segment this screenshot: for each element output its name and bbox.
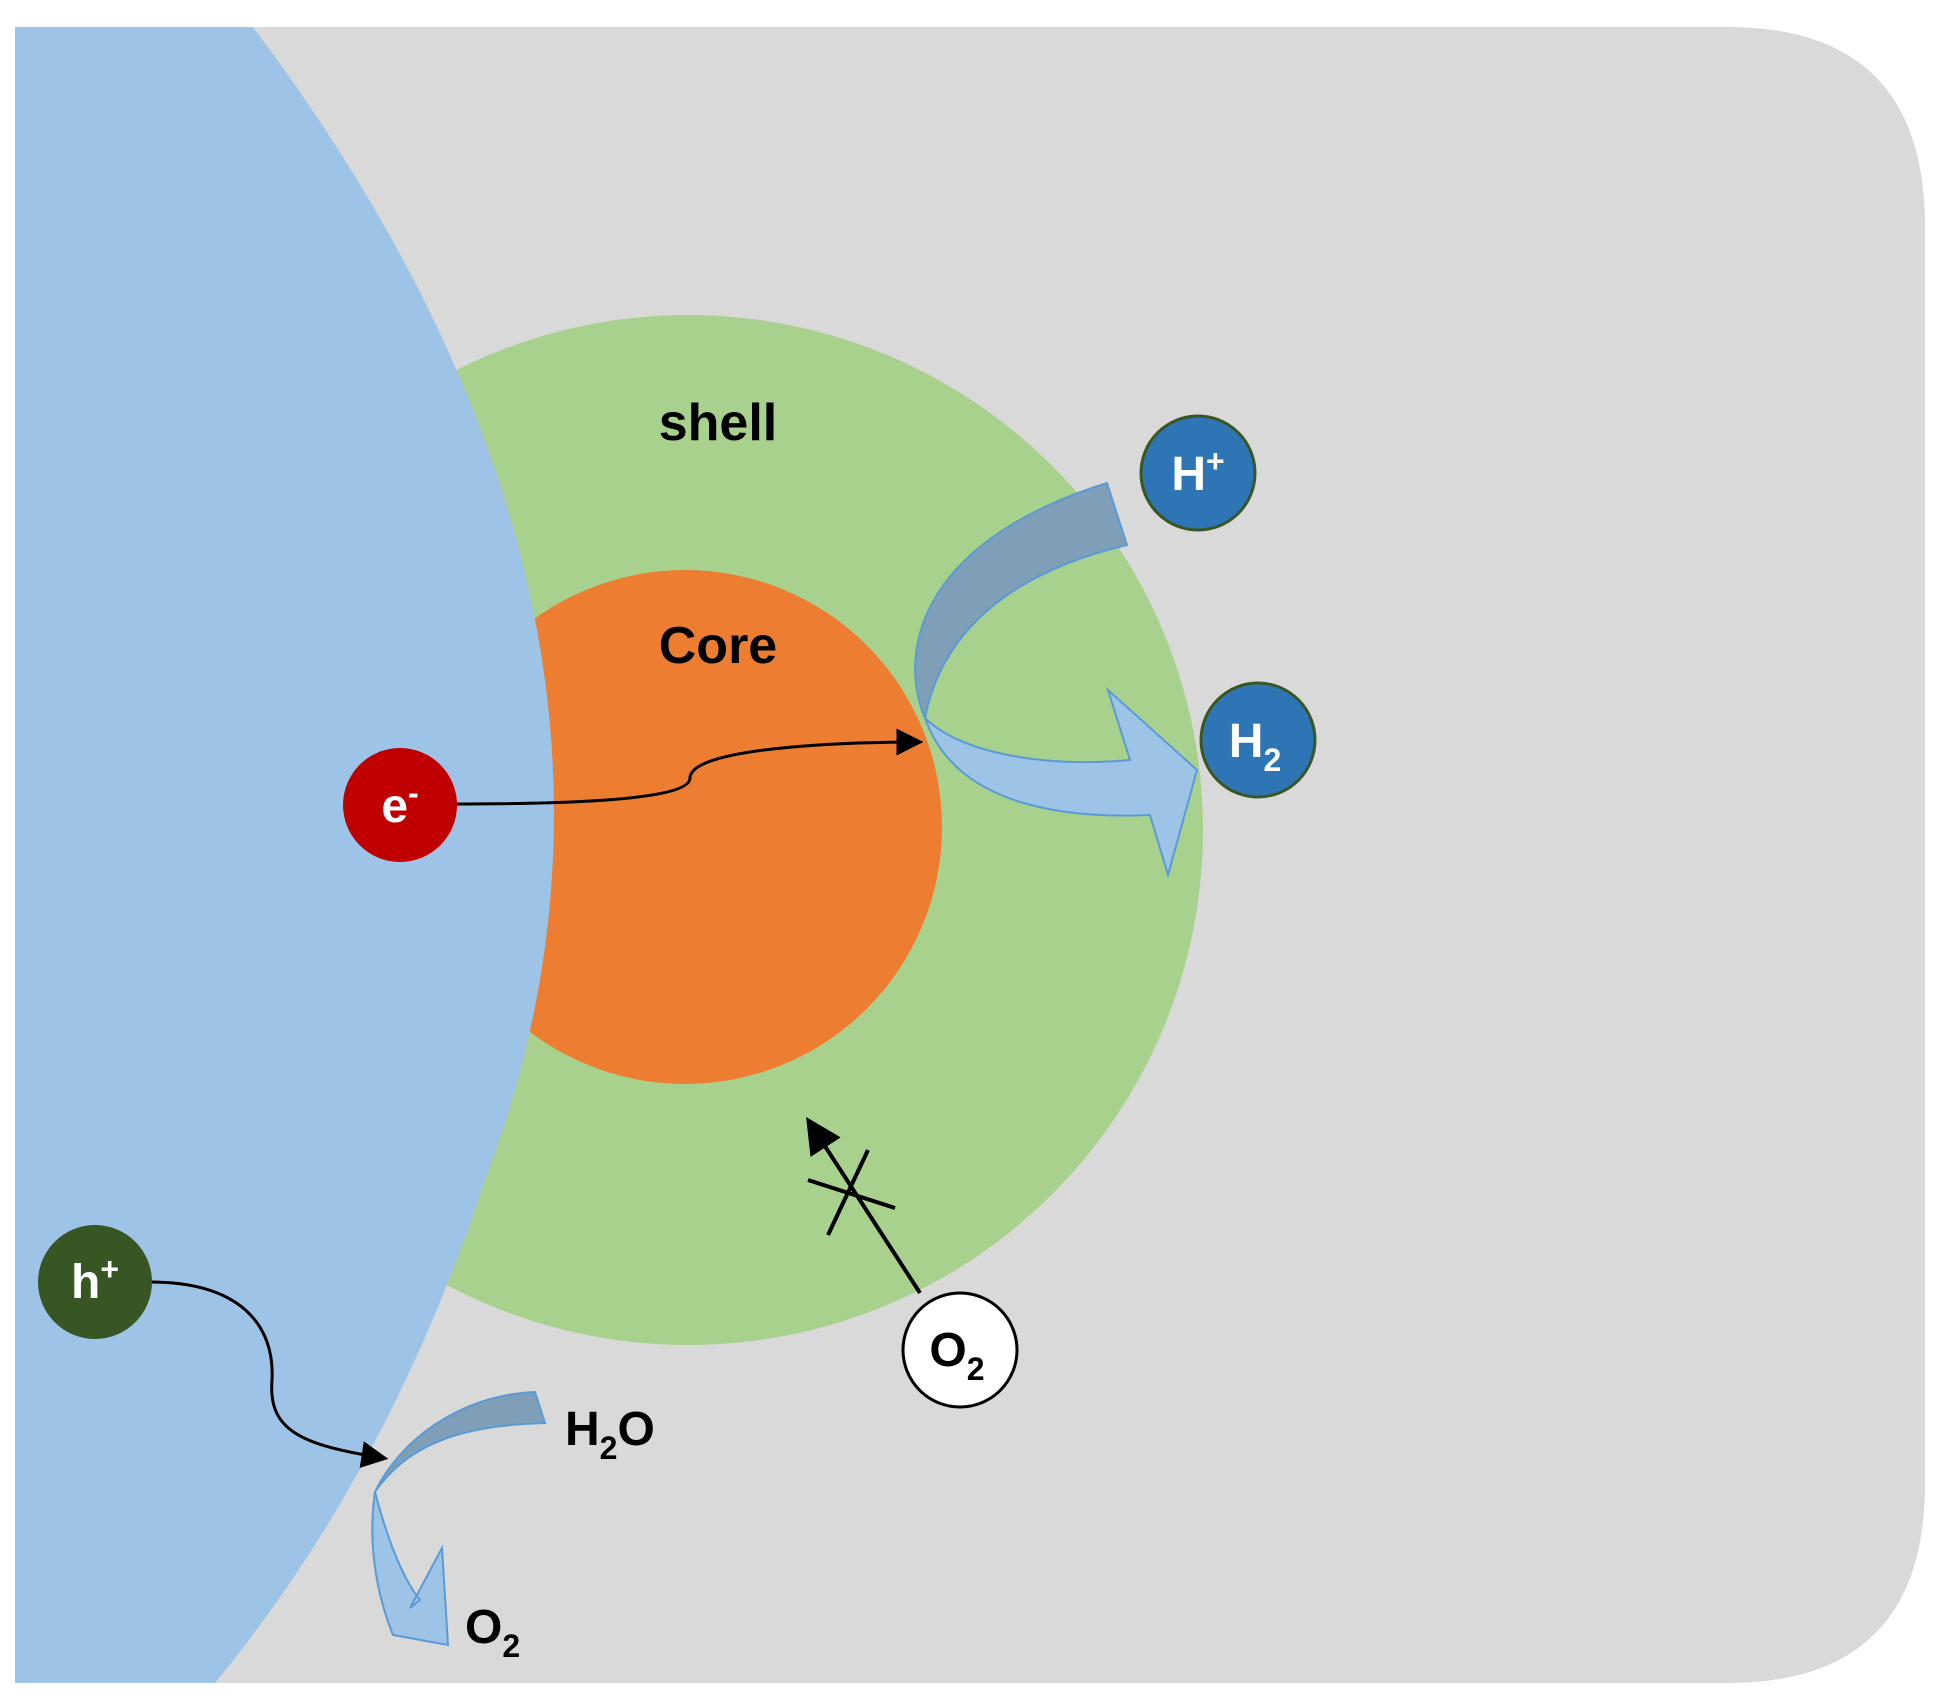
oxygen-badge-label: O2 [929,1324,984,1387]
electron-transfer-arrow [454,728,924,806]
hole-transfer-arrow [149,1280,389,1468]
block-cross-mark [826,1149,870,1236]
core-particle [428,570,942,1084]
oxygen-product-label: O2 [465,1601,520,1664]
block-cross-mark [807,1178,896,1210]
electron-label: e- [381,775,418,833]
proton-label: H+ [1171,443,1224,501]
hydrogen-label: H2 [1229,715,1281,778]
core-label: Core [659,617,777,675]
h2-evolution-flow-arrow [924,686,1199,879]
hole-badge [38,1225,152,1339]
electron-badge [343,748,457,862]
oxygen-blocked-arrow [806,1116,922,1295]
water-label: H2O [565,1403,655,1466]
shell-label: shell [659,394,778,452]
oxygen-evolution-flow-arrow [371,1491,450,1647]
hole-label: h+ [71,1251,119,1309]
proton-badge [1139,414,1257,532]
hydrogen-badge [1199,681,1317,799]
oxygen-badge [901,1291,1019,1409]
